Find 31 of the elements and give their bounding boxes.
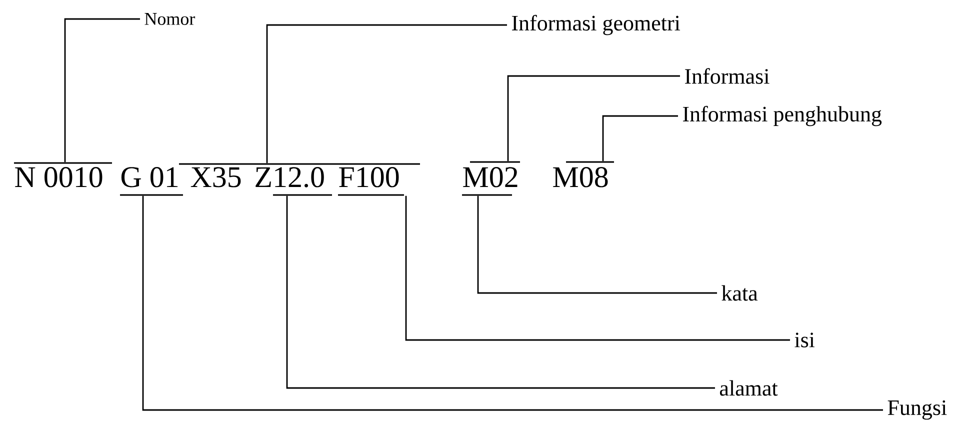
leader-line [477, 196, 717, 294]
leader-line [507, 75, 680, 162]
leader-line [142, 196, 883, 411]
callout-label: Informasi [685, 68, 770, 84]
code-word: M08 [553, 167, 608, 188]
code-word: N 0010 [15, 167, 102, 188]
leader-line [64, 18, 140, 162]
underline-bracket [462, 194, 512, 196]
callout-label: Nomor [144, 13, 196, 25]
overline-bracket [179, 163, 420, 165]
leader-line [405, 196, 790, 341]
leader-line [266, 24, 507, 164]
callout-label: isi [794, 332, 815, 348]
code-word: F100 [339, 167, 399, 188]
code-word: X35 [190, 167, 241, 188]
code-word: G 01 [121, 167, 178, 188]
overline-bracket [566, 161, 614, 163]
callout-label: Informasi geometri [512, 14, 680, 36]
overline-bracket [470, 161, 520, 163]
callout-label: Informasi penghubung [683, 106, 882, 126]
underline-bracket [273, 194, 332, 196]
leader-line [602, 115, 678, 162]
code-word: Z12.0 [256, 167, 324, 188]
underline-bracket [120, 194, 183, 196]
leader-line [286, 196, 715, 389]
callout-label: Fungsi [888, 400, 947, 420]
code-word: M02 [463, 167, 518, 188]
underline-bracket [338, 194, 404, 196]
overline-bracket [14, 162, 112, 164]
callout-label: alamat [720, 380, 778, 396]
callout-label: kata [722, 285, 758, 301]
